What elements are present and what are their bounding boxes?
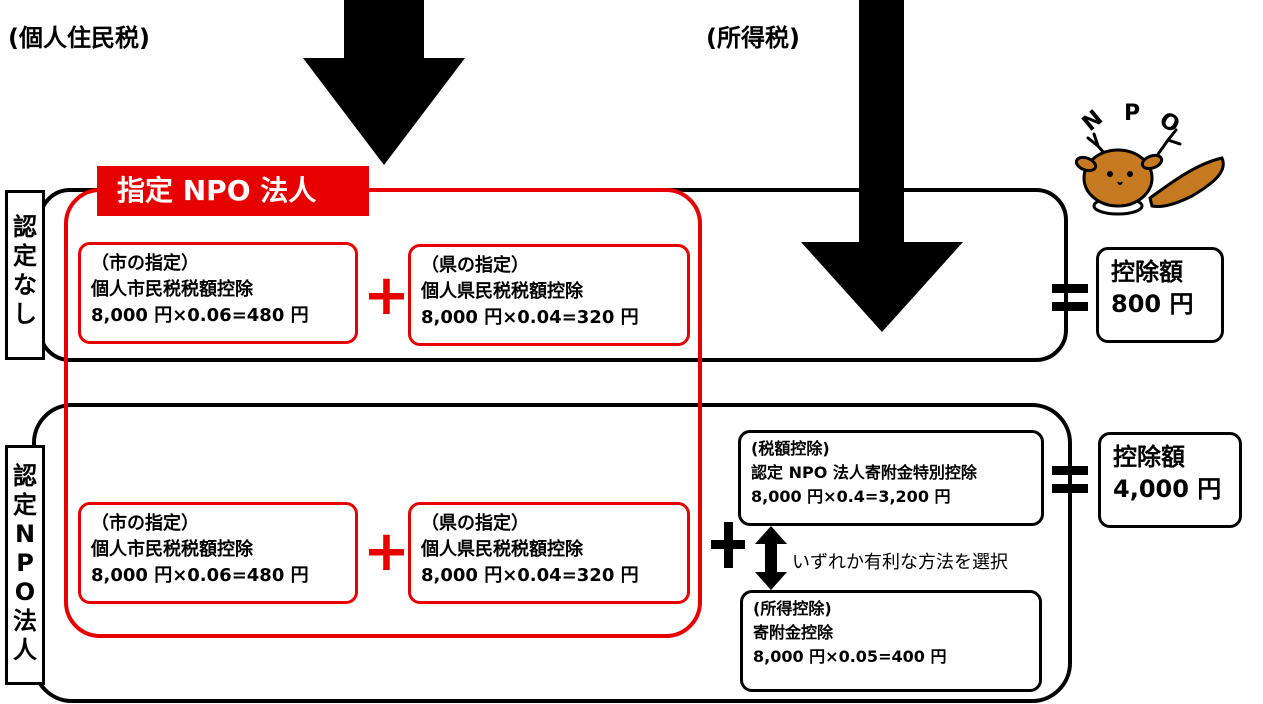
mascot-letter: O	[1155, 108, 1184, 139]
box-line: 個人県民税税額控除	[421, 539, 583, 560]
certified-npo-label: 認 定 N P O 法 人	[5, 445, 45, 685]
result-amount: 800 円	[1111, 290, 1194, 318]
plus-icon	[711, 522, 745, 568]
row-label-char: 認	[13, 462, 37, 490]
box-line: （県の指定）	[421, 513, 529, 534]
not-certified-label: 認 定 な し	[5, 190, 45, 360]
result-amount: 4,000 円	[1113, 475, 1222, 503]
row-label-char: O	[14, 578, 36, 606]
npo-deer-mascot-icon: N P O	[1074, 101, 1225, 216]
box-line: 8,000 円×0.06=480 円	[91, 565, 309, 586]
arrow-resident-tax-icon	[303, 0, 465, 165]
result-label: 控除額	[1113, 443, 1185, 471]
tax-credit-box: (税額控除) 認定 NPO 法人寄附金特別控除 8,000 円×0.4=3,20…	[738, 430, 1044, 526]
arrow-income-tax-icon	[801, 0, 963, 332]
row-label-char: 認	[13, 213, 37, 241]
row-label-char: 法	[13, 607, 37, 635]
bottom-city-credit-box: （市の指定） 個人市民税税額控除 8,000 円×0.06=480 円	[78, 502, 358, 604]
designated-npo-label: 指定 NPO 法人	[97, 166, 369, 216]
designated-npo-frame	[64, 188, 702, 638]
box-line: (所得控除)	[753, 599, 832, 618]
box-line: （市の指定）	[91, 253, 199, 274]
box-line: 8,000 円×0.04=320 円	[421, 565, 639, 586]
top-city-credit-box: （市の指定） 個人市民税税額控除 8,000 円×0.06=480 円	[78, 242, 358, 344]
box-line: 8,000 円×0.05=400 円	[753, 647, 947, 666]
plus-icon: +	[363, 519, 410, 584]
box-line: 認定 NPO 法人寄附金特別控除	[751, 463, 977, 482]
row-label-char: N	[14, 520, 36, 548]
row-label-char: な	[13, 271, 37, 299]
bottom-deduction-result: 控除額 4,000 円	[1098, 432, 1242, 528]
resident-tax-header: (個人住民税)	[8, 24, 150, 52]
box-line: (税額控除)	[751, 439, 830, 458]
box-line: 寄附金控除	[753, 623, 834, 642]
result-label: 控除額	[1111, 258, 1183, 286]
bottom-pref-credit-box: （県の指定） 個人県民税税額控除 8,000 円×0.04=320 円	[408, 502, 690, 604]
plus-icon: +	[363, 263, 410, 328]
equals-icon	[1052, 280, 1088, 316]
box-line: （県の指定）	[421, 255, 529, 276]
box-line: 個人市民税税額控除	[91, 539, 253, 560]
row-label-char: P	[16, 549, 34, 577]
equals-icon	[1052, 462, 1088, 498]
mascot-letter: N	[1078, 106, 1108, 137]
income-tax-header: (所得税)	[706, 24, 800, 52]
box-line: （市の指定）	[91, 513, 199, 534]
row-label-char: し	[13, 300, 37, 328]
top-pref-credit-box: （県の指定） 個人県民税税額控除 8,000 円×0.04=320 円	[408, 244, 690, 346]
row-label-char: 人	[13, 636, 37, 664]
row-label-char: 定	[13, 491, 37, 519]
box-line: 8,000 円×0.06=480 円	[91, 305, 309, 326]
box-line: 8,000 円×0.04=320 円	[421, 307, 639, 328]
row-label-char: 定	[13, 242, 37, 270]
box-line: 個人県民税税額控除	[421, 281, 583, 302]
box-line: 個人市民税税額控除	[91, 279, 253, 300]
box-line: 8,000 円×0.4=3,200 円	[751, 487, 951, 506]
double-arrow-icon	[755, 526, 787, 590]
income-deduction-box: (所得控除) 寄附金控除 8,000 円×0.05=400 円	[740, 590, 1042, 692]
choice-note: いずれか有利な方法を選択	[792, 552, 1008, 573]
mascot-letter: P	[1124, 101, 1140, 126]
top-deduction-result: 控除額 800 円	[1096, 247, 1224, 343]
